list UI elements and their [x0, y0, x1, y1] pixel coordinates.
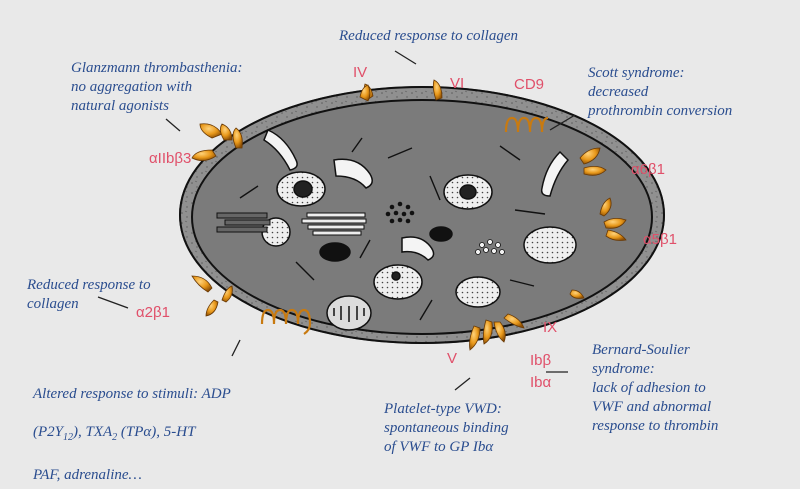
annotation-reduced-collagen-top: Reduced response to collagen [339, 28, 518, 44]
receptor-label-a5b1: α5β1 [643, 231, 677, 248]
receptor-label-vi: VI [450, 75, 465, 92]
microtubules [239, 137, 546, 321]
receptor-label-a6b1: α6β1 [631, 161, 665, 178]
membrane-receptors [191, 79, 627, 351]
annotation-reduced-collagen-left: Reduced response to collagen [27, 277, 151, 312]
glycogen-particles [475, 239, 505, 255]
annotation-altered-response: Altered response to stimuli: ADP (P2Y12)… [33, 366, 231, 485]
altered-response-sub1: 12 [63, 432, 73, 443]
altered-response-line2b: ), TXA [73, 424, 113, 440]
annotation-platelet-vwd: Platelet-type VWD: spontaneous binding o… [384, 401, 509, 455]
organelles [261, 171, 577, 331]
dense-tubular-system [216, 212, 367, 236]
altered-response-line1: Altered response to stimuli: ADP [33, 386, 231, 402]
altered-response-line3: PAF, adrenaline… [33, 467, 142, 483]
canalicular-system [263, 128, 570, 261]
receptor-label-aiib3: αIIbβ3 [149, 150, 192, 167]
altered-response-sub2: 2 [112, 432, 118, 443]
annotation-scott-syndrome: Scott syndrome: decreased prothrombin co… [588, 65, 733, 119]
annotation-bernard-soulier: Bernard-Soulier syndrome: lack of adhesi… [592, 342, 719, 434]
platelet-cell [179, 86, 665, 344]
coil-receptors [260, 116, 549, 335]
receptor-label-iba: Ibα [530, 374, 552, 391]
receptor-label-cd9: CD9 [514, 76, 545, 93]
receptor-label-ix: IX [543, 319, 558, 336]
receptor-label-iv: IV [353, 64, 368, 81]
altered-response-line2a: (P2Y [33, 424, 63, 440]
receptor-label-ibb: Ibβ [530, 352, 552, 369]
altered-response-line2c: (TPα), 5-HT [117, 424, 196, 440]
receptor-label-v: V [447, 350, 458, 367]
leader-lines [97, 50, 576, 391]
dense-granules [385, 201, 415, 224]
receptor-label-a2b1: α2β1 [136, 304, 170, 321]
annotation-glanzmann: Glanzmann thrombasthenia: no aggregation… [71, 60, 243, 114]
